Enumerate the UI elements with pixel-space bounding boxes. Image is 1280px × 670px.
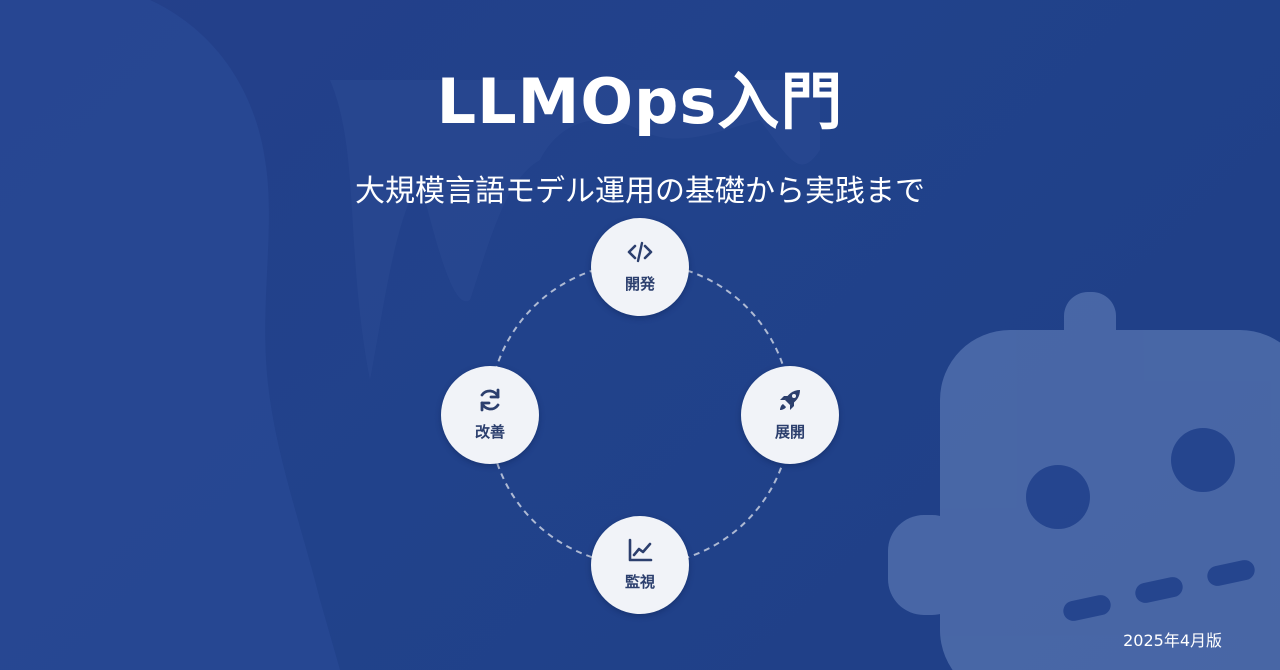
refresh-icon: [480, 388, 500, 412]
cycle-node-develop: 開発: [591, 218, 689, 316]
background-ridges-shape: [330, 80, 820, 380]
page-subtitle: 大規模言語モデル運用の基礎から実践まで: [355, 174, 925, 209]
cycle-node-label: 改善: [474, 423, 505, 441]
code-icon: [627, 241, 653, 263]
cycle-node-label: 展開: [774, 423, 805, 441]
cycle-node-label: 監視: [624, 573, 655, 591]
chart-line-icon: [628, 538, 653, 562]
rocket-icon: [780, 390, 800, 410]
cycle-node-monitor: 監視: [591, 516, 689, 614]
page-title: LLMOps入門: [436, 65, 844, 138]
cycle-node-improve: 改善: [441, 366, 539, 464]
version-label: 2025年4月版: [1123, 631, 1222, 650]
cycle-node-label: 開発: [624, 275, 655, 293]
background-figure-shape: [0, 0, 340, 670]
cycle-node-deploy: 展開: [741, 366, 839, 464]
robot-icon: [888, 292, 1280, 670]
